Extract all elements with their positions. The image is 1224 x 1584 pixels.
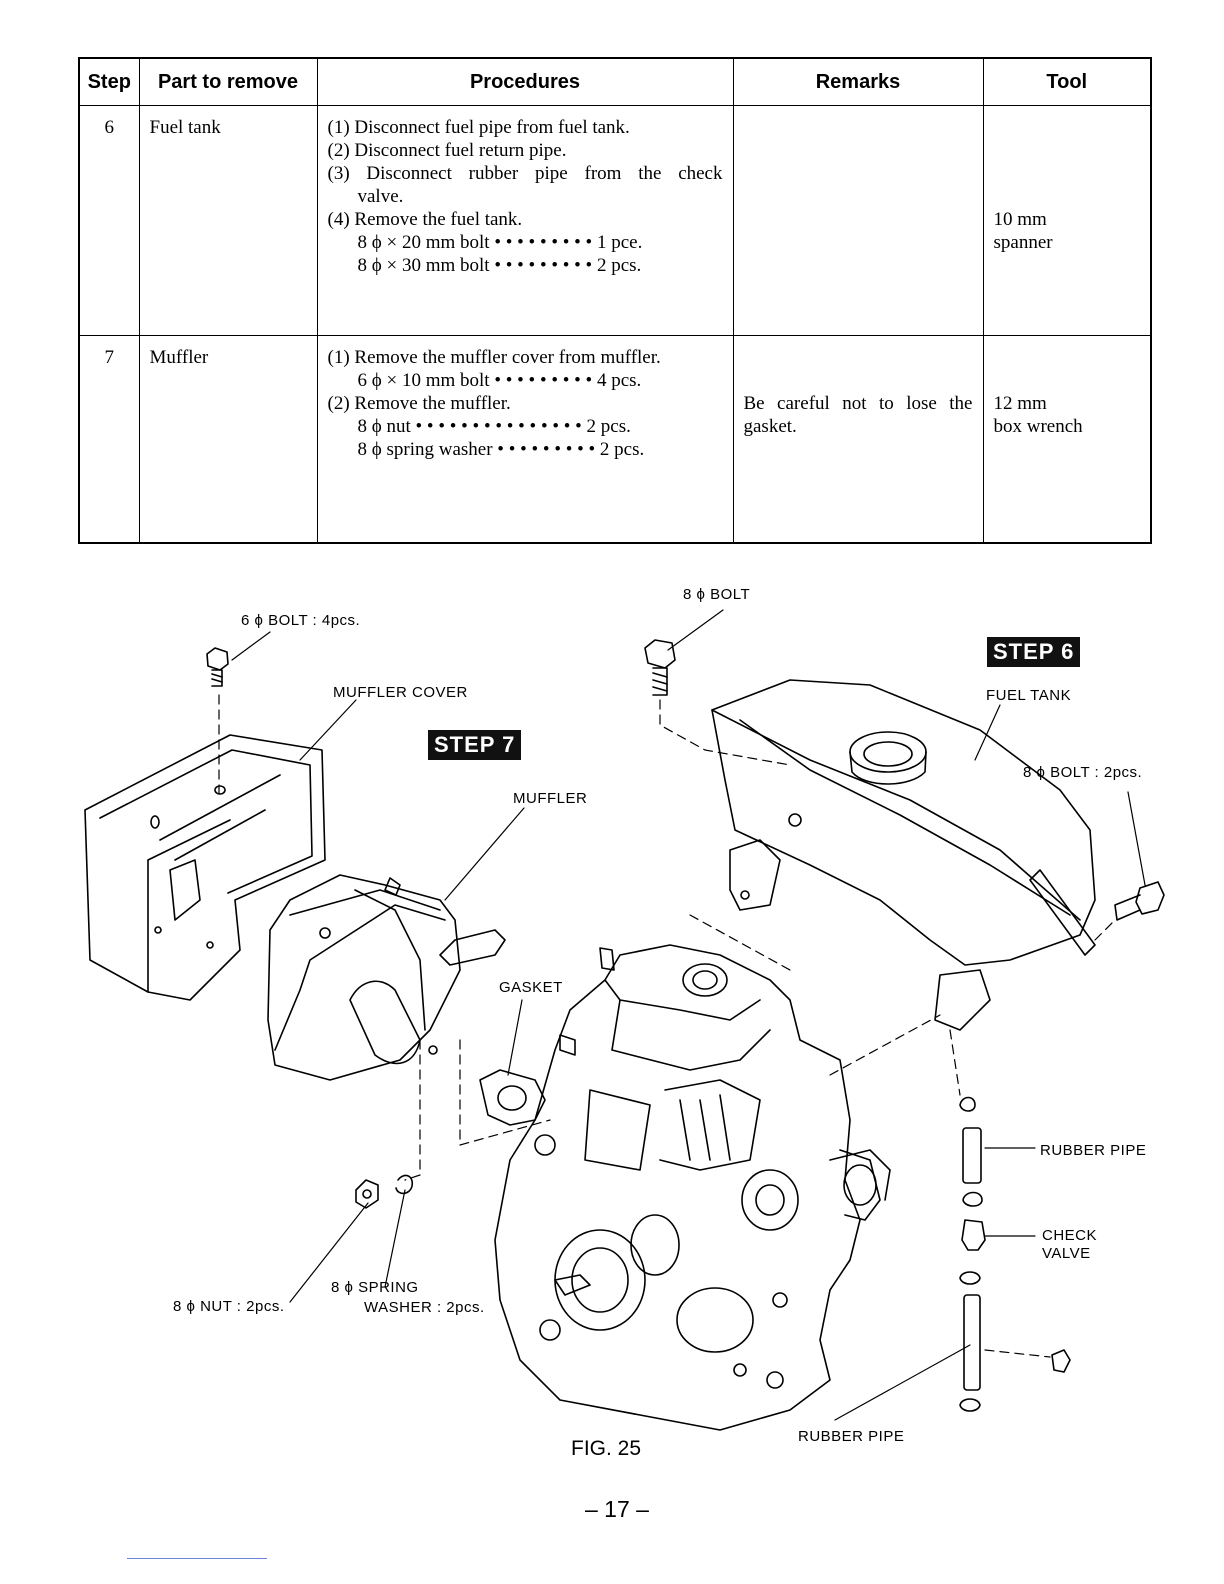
procedure-line: (3) Disconnect rubber pipe from the chec…: [327, 163, 723, 184]
label-6mm-bolt: 6 ϕ BOLT : 4pcs.: [241, 612, 361, 629]
disassembly-table: Step Part to remove Procedures Remarks T…: [78, 57, 1152, 544]
step-7-badge: STEP 7: [428, 730, 522, 760]
table-row: 7 Muffler (1) Remove the muffler cover f…: [78, 335, 1152, 544]
label-fuel-tank: FUEL TANK: [986, 687, 1072, 704]
fuel-tank-drawing: [711, 679, 1096, 1031]
label-spring-washer-line2: WASHER : 2pcs.: [364, 1299, 485, 1316]
leader-lines: [231, 609, 1146, 1421]
header-procedures: Procedures: [316, 57, 734, 106]
label-muffler: MUFFLER: [513, 790, 588, 807]
step-number: 6: [78, 105, 140, 336]
procedure-line: (2) Disconnect fuel return pipe.: [327, 140, 567, 161]
part-name: Muffler: [138, 335, 318, 544]
tool-line: box wrench: [993, 416, 1083, 437]
label-muffler-cover: MUFFLER COVER: [333, 684, 468, 701]
label-check-valve-line1: CHECK: [1042, 1227, 1098, 1244]
label-8mm-nut: 8 ϕ NUT : 2pcs.: [173, 1298, 285, 1315]
procedures-cell: (1) Remove the muffler cover from muffle…: [316, 335, 734, 544]
remarks-text: Be careful not to lose the gasket.: [743, 393, 973, 437]
part-name: Fuel tank: [138, 105, 318, 336]
gasket-drawing: [479, 1069, 546, 1126]
remarks-cell: Be careful not to lose the gasket.: [732, 335, 984, 544]
disassembly-table-container: Step Part to remove Procedures Remarks T…: [78, 57, 1152, 544]
tool-line: spanner: [993, 232, 1053, 253]
step-6-badge: STEP 6: [987, 637, 1081, 667]
header-part: Part to remove: [138, 57, 318, 106]
procedure-line: 8 ϕ × 30 mm bolt • • • • • • • • • 2 pcs…: [357, 255, 642, 276]
fuel-line-parts-drawing: [959, 1096, 1071, 1412]
tool-cell: 12 mm box wrench: [982, 335, 1152, 544]
muffler-cover-drawing: [84, 734, 326, 1001]
bolt-6mm-drawing: [206, 647, 229, 687]
muffler-drawing: [267, 874, 506, 1081]
procedure-line: (1) Disconnect fuel pipe from fuel tank.: [327, 117, 630, 138]
footer-rule: [127, 1558, 267, 1559]
remarks-cell: [732, 105, 984, 336]
tool-line: 10 mm: [993, 209, 1047, 230]
tool-line: 12 mm: [993, 393, 1047, 414]
label-spring-washer-line1: 8 ϕ SPRING: [331, 1279, 419, 1296]
procedure-line: 8 ϕ nut • • • • • • • • • • • • • • • 2 …: [357, 416, 631, 437]
label-gasket: GASKET: [499, 979, 563, 996]
procedure-line: 6 ϕ × 10 mm bolt • • • • • • • • • 4 pcs…: [357, 370, 642, 391]
nut-washer-drawing: [355, 1174, 414, 1209]
bolt-8mm-right-drawing: [1114, 881, 1165, 921]
label-8mm-bolt-2pcs: 8 ϕ BOLT : 2pcs.: [1023, 764, 1143, 781]
header-tool: Tool: [982, 57, 1152, 106]
procedure-line: valve.: [357, 186, 404, 207]
exploded-view-figure: 6 ϕ BOLT : 4pcs. MUFFLER COVER STEP 7 MU…: [0, 560, 1224, 1560]
procedure-line: 8 ϕ × 20 mm bolt • • • • • • • • • 1 pce…: [357, 232, 643, 253]
label-8mm-bolt-top: 8 ϕ BOLT: [683, 586, 751, 603]
engine-block-drawing: [494, 944, 891, 1431]
step-number: 7: [78, 335, 140, 544]
procedures-cell: (1) Disconnect fuel pipe from fuel tank.…: [316, 105, 734, 336]
label-rubber-pipe-lower: RUBBER PIPE: [798, 1428, 905, 1445]
bolt-8mm-top-drawing: [644, 639, 676, 696]
dashed-alignment-lines: [218, 694, 1116, 1358]
procedure-line: (2) Remove the muffler.: [327, 393, 511, 414]
header-step: Step: [78, 57, 140, 106]
table-row: 6 Fuel tank (1) Disconnect fuel pipe fro…: [78, 105, 1152, 336]
page-number: – 17 –: [585, 1496, 649, 1522]
tool-cell: 10 mm spanner: [982, 105, 1152, 336]
exploded-view-drawing: [84, 609, 1165, 1431]
header-remarks: Remarks: [732, 57, 984, 106]
label-check-valve-line2: VALVE: [1042, 1245, 1091, 1262]
procedure-line: 8 ϕ spring washer • • • • • • • • • 2 pc…: [357, 439, 645, 460]
table-header-row: Step Part to remove Procedures Remarks T…: [78, 57, 1152, 106]
procedure-line: (4) Remove the fuel tank.: [327, 209, 523, 230]
label-rubber-pipe-upper: RUBBER PIPE: [1040, 1142, 1147, 1159]
figure-caption: FIG. 25: [571, 1437, 642, 1460]
procedure-line: (1) Remove the muffler cover from muffle…: [327, 347, 661, 368]
